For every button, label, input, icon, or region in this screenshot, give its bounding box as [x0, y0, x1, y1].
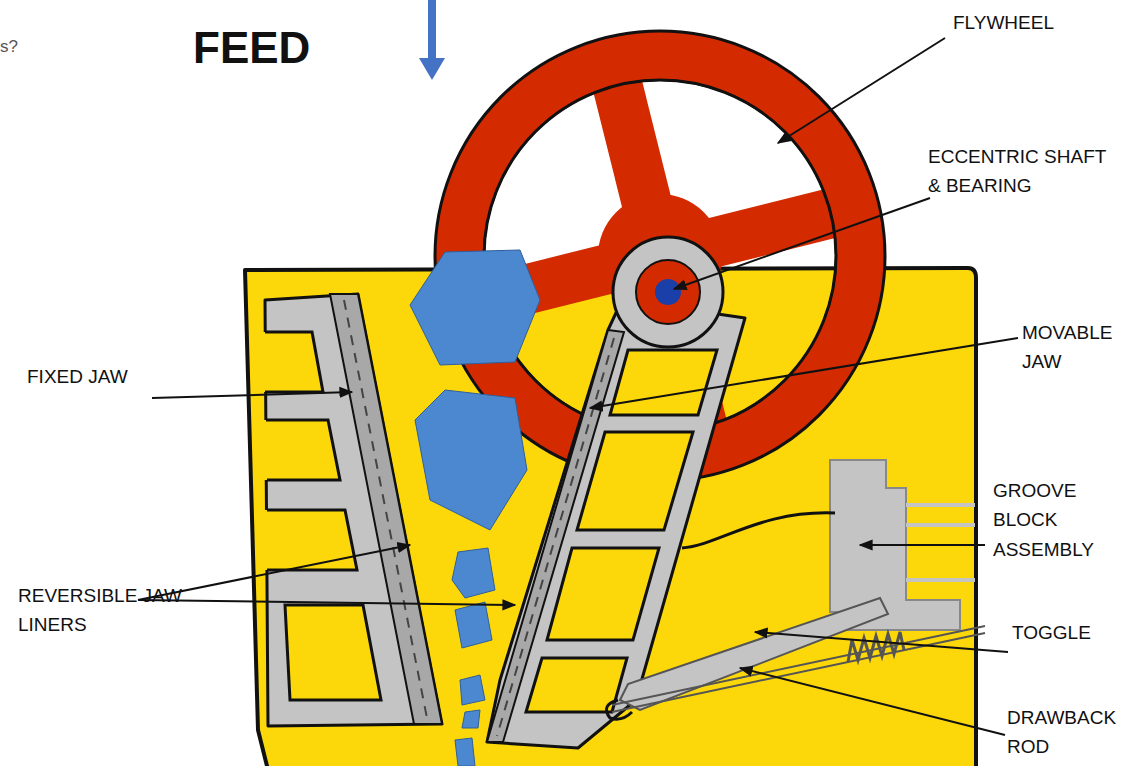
bearing [636, 260, 700, 324]
rod-hook [606, 700, 632, 719]
feed-heading: FEED [193, 14, 373, 82]
part-label: DRAWBACK ROD [1007, 703, 1139, 762]
jaw-cutout [258, 420, 340, 480]
rock [460, 675, 485, 705]
rock [410, 250, 540, 365]
jaw-cutout [577, 432, 693, 530]
leader-line [860, 544, 985, 546]
part-label: GROOVE BLOCK ASSEMBLY [993, 476, 1105, 564]
leader-line [740, 668, 1005, 735]
flywheel-rim-edge [484, 80, 836, 432]
movable-jaw-liner [487, 330, 624, 742]
jaw-cutout-edge [267, 510, 357, 570]
jaw-cutout-edge [266, 420, 340, 480]
drawback-rod [612, 626, 985, 705]
jaw-cutout [258, 332, 323, 392]
part-label: FIXED JAW [27, 362, 177, 391]
bearing-housing [613, 237, 723, 347]
leader-lines [138, 38, 1018, 735]
feed-arrow-head [419, 58, 445, 80]
liner-dash [344, 300, 427, 718]
part-label: MOVABLE JAW [1022, 318, 1134, 377]
leader-line [778, 38, 945, 143]
rock [455, 738, 475, 766]
tension-cable [682, 513, 835, 548]
jaw-cutout [547, 548, 659, 640]
groove-line [906, 523, 975, 527]
rock [462, 710, 480, 728]
toggle-plate [620, 598, 888, 710]
part-label: TOGGLE [1012, 618, 1132, 647]
feed-arrow [428, 0, 436, 62]
leader-line [590, 338, 1018, 408]
rock [415, 390, 527, 530]
liner-dash [497, 338, 614, 736]
leader-line [674, 198, 930, 289]
groove-line [906, 578, 975, 582]
fixed-jaw-symbol [258, 294, 442, 726]
leader-line [138, 600, 515, 605]
fixed-jaw-liner [330, 294, 442, 724]
jaw-cutout [285, 605, 381, 700]
leader-line [755, 632, 1008, 652]
groove-line [906, 503, 975, 507]
part-label: REVERSIBLE JAW LINERS [18, 581, 218, 640]
leader-line [152, 392, 352, 398]
jaw-cutout [258, 510, 357, 570]
jaw-cutout-edge [265, 332, 323, 392]
rock [455, 602, 492, 648]
spring-symbol [848, 632, 904, 662]
rock [452, 548, 495, 598]
part-label: ECCENTRIC SHAFT & BEARING [928, 142, 1118, 201]
eccentric-shaft [655, 279, 681, 305]
jaw-cutout [610, 350, 717, 415]
part-label: s? [0, 34, 40, 60]
part-label: FLYWHEEL [953, 8, 1123, 37]
